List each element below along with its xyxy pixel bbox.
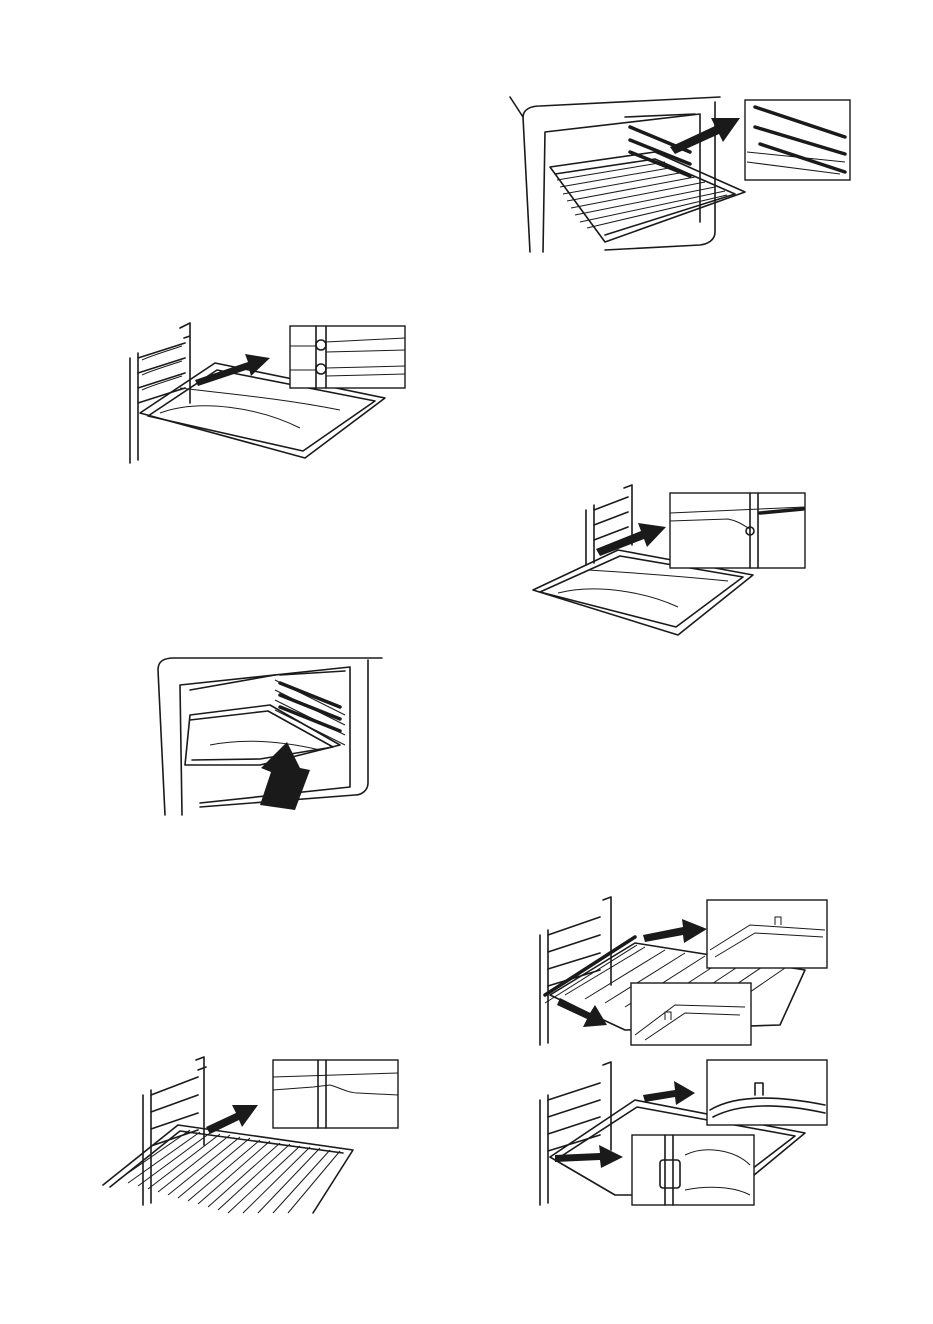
wire-grill-icon [98,1055,403,1213]
tray-into-oven-figure [150,655,385,815]
grill-and-tray-stops-icon [535,895,835,1213]
baking-tray-icon [528,485,808,637]
baking-tray-icon [120,318,410,468]
tray-on-rack-figure-left [120,318,410,468]
grill-and-tray-stops-figure [535,895,835,1213]
grill-on-rack-figure [98,1055,403,1213]
tray-on-rack-figure-right [528,485,808,637]
oven-cavity-icon [150,655,385,815]
oven-with-grill-icon [505,92,855,252]
grill-into-oven-figure [505,92,855,252]
